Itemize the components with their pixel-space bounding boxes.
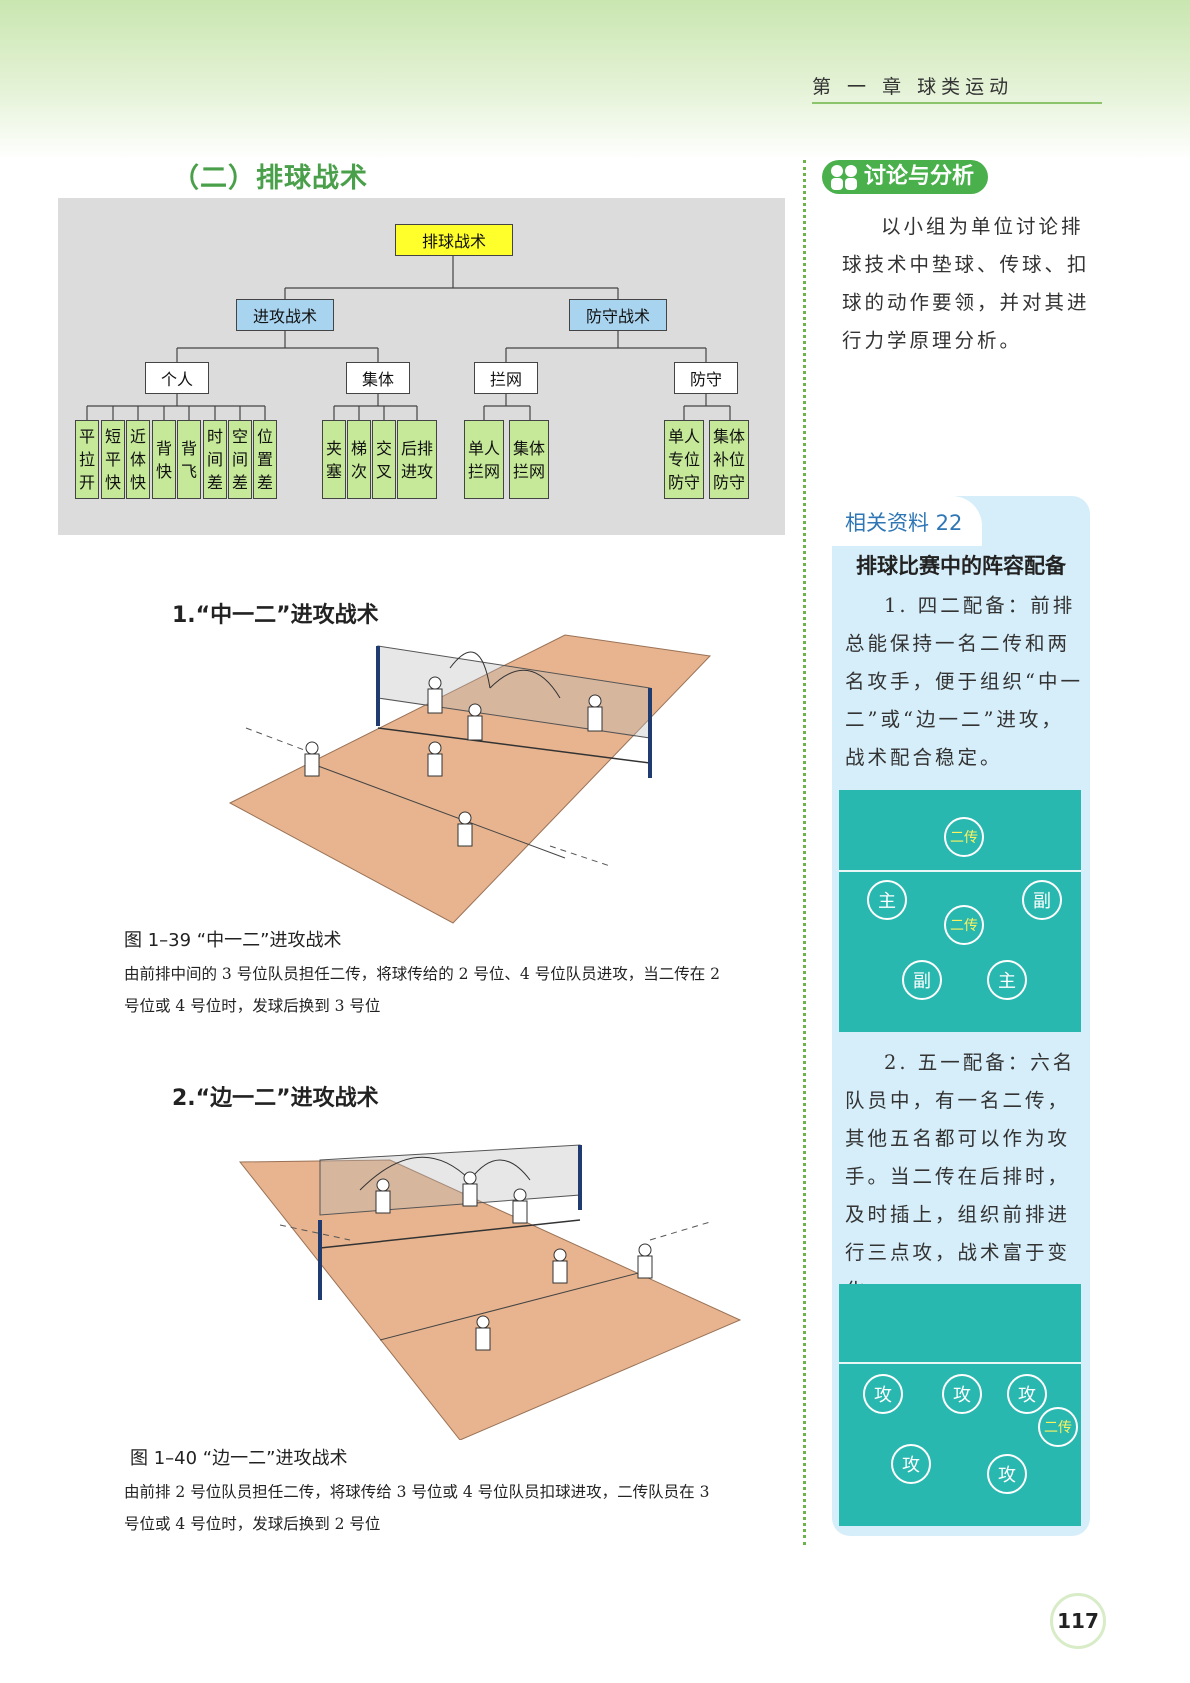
resource-title: 排球比赛中的阵容配备 (856, 554, 1066, 578)
tree-leaf: 背飞 (177, 420, 201, 499)
discussion-people-icon (831, 165, 857, 190)
tree-defend: 防守 (674, 362, 738, 394)
page-number: 117 (1050, 1593, 1106, 1649)
court-illustration (228, 634, 712, 924)
court-diagram-42: 二传 主 副 二传 副 主 (839, 790, 1081, 1032)
tree-leaf: 交叉 (372, 420, 396, 499)
section-title: （二）排球战术 (172, 163, 368, 194)
header-band (0, 0, 1190, 160)
discussion-text: 以小组为单位讨论排球技术中垫球、传球、扣球的动作要领，并对其进行力学原理分析。 (842, 215, 1090, 352)
tree-individual: 个人 (145, 362, 209, 394)
court-line (839, 870, 1081, 872)
resource-tab (832, 496, 982, 546)
tree-block: 拦网 (474, 362, 538, 394)
header-rule (812, 102, 1102, 104)
position-vice: 副 (1022, 880, 1062, 920)
tree-connectors (86, 256, 731, 420)
resource-paragraph: 1. 四二配备：前排总能保持一名二传和两名攻手，便于组织“中一二”或“边一二”进… (845, 594, 1083, 769)
resource-paragraph: 2. 五一配备：六名队员中，有一名二传，其他五名都可以作为攻手。当二传在后排时，… (845, 1051, 1076, 1302)
position-attacker: 攻 (942, 1374, 982, 1414)
tree-leaf: 梯次 (347, 420, 371, 499)
tree-leaf: 背快 (152, 420, 176, 499)
court-illustration (238, 1144, 742, 1440)
tree-leaf: 后排进攻 (397, 420, 437, 499)
tree-leaf: 单人拦网 (464, 420, 504, 499)
discussion-badge: 讨论与分析 (822, 160, 989, 194)
column-divider (803, 160, 806, 1545)
fig2-heading: 2.“边一二”进攻战术 (172, 1086, 379, 1111)
tree-attack: 进攻战术 (236, 299, 334, 331)
position-setter: 二传 (1038, 1407, 1078, 1447)
position-attacker: 攻 (863, 1374, 903, 1414)
tree-leaf: 近体快 (126, 420, 150, 499)
tree-leaf: 短平快 (101, 420, 125, 499)
tree-leaf: 平拉开 (75, 420, 99, 499)
tree-leaf: 空间差 (228, 420, 252, 499)
position-setter: 二传 (944, 817, 984, 857)
fig1-description: 由前排中间的 3 号位队员担任二传，将球传给的 2 号位、4 号位队员进攻，当二… (124, 965, 721, 1015)
fig2-caption: 图 1–40 “边一二”进攻战术 (130, 1448, 348, 1469)
chapter-title: 第 一 章 球类运动 (812, 76, 1014, 98)
tactics-tree: 排球战术 进攻战术 防守战术 个人 集体 拦网 防守 平拉开 短平快 近体快 背… (58, 198, 785, 535)
position-attacker: 攻 (987, 1454, 1027, 1494)
fig1-heading: 1.“中一二”进攻战术 (172, 603, 379, 628)
discussion-title: 讨论与分析 (864, 164, 975, 189)
position-setter: 二传 (944, 905, 984, 945)
position-vice: 副 (902, 960, 942, 1000)
tree-leaf: 集体补位防守 (709, 420, 749, 499)
tree-defense: 防守战术 (569, 299, 667, 331)
position-attacker: 攻 (891, 1444, 931, 1484)
court-diagram-51: 攻 攻 攻 二传 攻 攻 (839, 1284, 1081, 1526)
tree-root: 排球战术 (395, 224, 513, 256)
position-main: 主 (867, 880, 907, 920)
tree-leaf: 位置差 (253, 420, 277, 499)
tree-leaf: 单人专位防守 (664, 420, 704, 499)
tree-leaf: 时间差 (203, 420, 227, 499)
tree-leaf: 夹塞 (322, 420, 346, 499)
position-main: 主 (987, 960, 1027, 1000)
court-line (839, 1362, 1081, 1364)
tree-collective: 集体 (346, 362, 410, 394)
fig2-description: 由前排 2 号位队员担任二传，将球传给 3 号位或 4 号位队员扣球进攻，二传队… (124, 1483, 710, 1533)
resource-tab-label: 相关资料 22 (845, 511, 963, 535)
position-attacker: 攻 (1007, 1374, 1047, 1414)
tree-leaf: 集体拦网 (509, 420, 549, 499)
fig1-caption: 图 1–39 “中一二”进攻战术 (124, 930, 342, 951)
